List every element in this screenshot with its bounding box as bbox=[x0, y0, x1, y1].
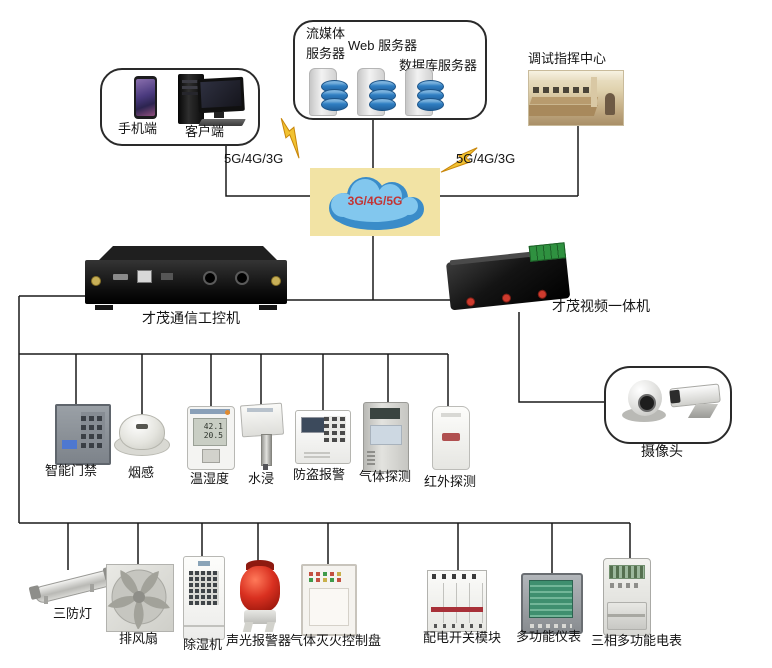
actuator-label: 除湿机 bbox=[183, 637, 223, 652]
power-switch-module-icon bbox=[427, 570, 487, 632]
cloud-icon bbox=[329, 177, 424, 230]
burglar-alarm-icon bbox=[295, 410, 351, 464]
temperature-value: 20.5 bbox=[203, 431, 223, 440]
camera-group-box bbox=[604, 366, 732, 444]
camera-label: 摄像头 bbox=[641, 443, 683, 459]
sensor-label: 红外探测 bbox=[424, 474, 477, 489]
actuator-label: 气体灭火控制盘 bbox=[290, 633, 382, 648]
sound-light-alarm-icon bbox=[236, 560, 284, 638]
three-phase-meter-icon bbox=[603, 558, 651, 636]
phone-icon bbox=[134, 76, 157, 119]
actuator-label: 配电开关模块 bbox=[423, 630, 502, 645]
desktop-label: 客户端 bbox=[185, 124, 225, 139]
temp-humidity-sensor-icon: 42.1 20.5 bbox=[187, 406, 235, 470]
right-link-label: 5G/4G/3G bbox=[456, 151, 516, 166]
sensor-label: 防盗报警 bbox=[293, 467, 346, 482]
lightning-icon-right bbox=[440, 147, 478, 173]
command-center-label: 调试指挥中心 bbox=[528, 51, 607, 66]
sensor-label: 水浸 bbox=[248, 471, 275, 486]
infrared-detector-icon bbox=[432, 406, 470, 470]
multifunction-meter-icon bbox=[521, 573, 583, 634]
web-server-label: Web 服务器 bbox=[348, 38, 418, 53]
desktop-monitor-icon bbox=[197, 76, 245, 114]
cloud-network-label: 3G/4G/5G bbox=[347, 194, 403, 208]
gateway-device-icon bbox=[85, 246, 287, 310]
triproof-lamp-icon bbox=[28, 565, 118, 610]
lightning-icon-left bbox=[280, 118, 300, 159]
streaming-server-label-line1: 流媒体 bbox=[306, 26, 346, 41]
command-center-photo bbox=[528, 70, 624, 126]
monitor-stand bbox=[214, 112, 224, 118]
sensor-label: 智能门禁 bbox=[45, 463, 98, 478]
network-cloud: 3G/4G/5G bbox=[310, 168, 440, 236]
actuator-label: 三防灯 bbox=[53, 606, 93, 621]
sensor-label: 烟感 bbox=[128, 465, 155, 480]
left-link-label: 5G/4G/3G bbox=[224, 151, 284, 166]
database-server-icon bbox=[402, 68, 444, 116]
gas-detector-icon bbox=[363, 402, 409, 472]
exhaust-fan-icon bbox=[106, 564, 174, 632]
phone-label: 手机端 bbox=[118, 121, 158, 136]
streaming-server-icon bbox=[306, 68, 348, 116]
water-leak-sensor-icon bbox=[239, 402, 285, 470]
humidity-value: 42.1 bbox=[203, 422, 223, 431]
sensor-label: 温湿度 bbox=[190, 471, 230, 486]
actuator-label: 排风扇 bbox=[119, 631, 159, 646]
streaming-server-label-line2: 服务器 bbox=[306, 46, 346, 61]
dome-camera-icon bbox=[628, 380, 662, 416]
sensor-label: 气体探测 bbox=[359, 469, 412, 484]
actuator-label: 多功能仪表 bbox=[516, 629, 582, 644]
access-control-icon bbox=[55, 404, 111, 465]
web-server-icon bbox=[354, 68, 396, 116]
gateway-label: 才茂通信工控机 bbox=[142, 310, 240, 326]
fire-suppression-panel-icon bbox=[301, 564, 357, 636]
video-unit-label: 才茂视频一体机 bbox=[552, 298, 650, 314]
smoke-detector-icon bbox=[114, 414, 170, 458]
actuator-label: 声光报警器 bbox=[226, 633, 292, 648]
dehumidifier-icon bbox=[183, 556, 225, 640]
actuator-label: 三相多功能电表 bbox=[591, 633, 683, 648]
